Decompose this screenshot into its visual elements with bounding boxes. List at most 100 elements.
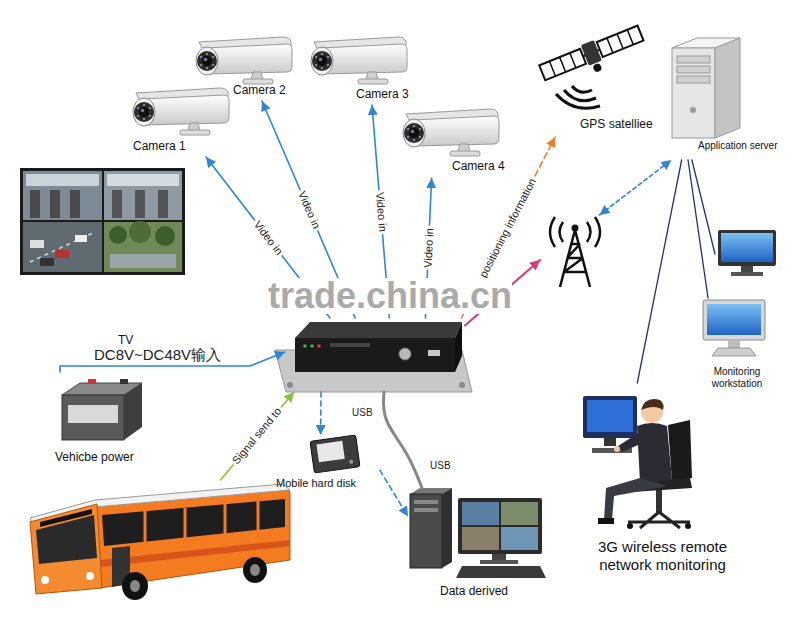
monitor [715, 228, 779, 280]
edge-label: positioning information [476, 174, 540, 281]
application-server: Application server [665, 38, 793, 160]
operator-illustration [598, 518, 614, 524]
monitor-icon [718, 230, 776, 266]
tv-screen [50, 190, 60, 218]
component-label: Application server [698, 140, 777, 152]
bus-illustration [40, 509, 92, 527]
data-pc-icon [414, 508, 438, 512]
bus-illustration [41, 576, 49, 584]
operator-illustration [583, 396, 637, 438]
bus-illustration [30, 504, 102, 594]
edge-label: Video in [421, 226, 436, 270]
tv-screen [20, 168, 185, 275]
vehicle-battery [62, 395, 124, 440]
server-tower-icon [715, 38, 740, 138]
workstation-icon [703, 300, 765, 356]
workstation-icon [703, 300, 765, 340]
satellite-icon [538, 23, 648, 108]
vehicle-battery [124, 383, 142, 440]
edge-label: Video in [294, 187, 323, 232]
tv-screen [107, 174, 179, 186]
connector [380, 470, 408, 516]
vehicle-battery: Vehicbe power [52, 372, 152, 468]
camera-icon [133, 37, 499, 156]
monitor-icon [718, 230, 776, 276]
camera-node: Camera 2 [191, 36, 301, 101]
camera-icon [403, 109, 499, 156]
tv-screen [109, 226, 127, 244]
tv-monitor: TV [18, 166, 188, 351]
tv-screen [155, 226, 175, 246]
vehicle-battery [88, 379, 96, 384]
data-pc-icon [480, 560, 518, 564]
tv-screen [75, 235, 87, 242]
component-label: Mobile hard disk [276, 477, 356, 490]
bus-illustration [130, 580, 140, 592]
component-label: Camera 4 [452, 159, 505, 173]
component-label: Camera 3 [356, 87, 409, 101]
tv-screen [110, 254, 176, 268]
bus-illustration [243, 557, 267, 583]
component-label: 3G wireless remote network monitoring [575, 538, 750, 574]
tv-screen [158, 190, 168, 218]
operator-illustration [668, 420, 692, 482]
operator-illustration [637, 423, 672, 482]
connector [688, 160, 708, 298]
vehicle-battery [68, 405, 118, 423]
data-pc-icon [458, 498, 542, 554]
cell-tower [540, 215, 610, 290]
hard-disk: Mobile hard disk [272, 435, 380, 494]
workstation-icon [728, 340, 740, 348]
camera-icon [133, 88, 229, 135]
operator-illustration [641, 399, 664, 410]
operator-illustration [604, 478, 668, 520]
tv-screen [20, 168, 185, 275]
edge-label: Video in [372, 189, 389, 233]
satellite-icon [539, 49, 586, 80]
edge-label: DC8V~DC48V输入 [92, 346, 223, 364]
component-label: Data derived [440, 584, 508, 598]
server-tower-icon [672, 38, 740, 138]
port-label: USB [352, 408, 373, 418]
dvr-unit [459, 382, 465, 388]
satellite-icon [549, 53, 575, 76]
cell-tower-icon [550, 217, 600, 287]
bus-illustration [250, 564, 260, 576]
satellite-icon [592, 63, 602, 73]
data-pc-icon [414, 500, 438, 504]
tv-screen [23, 222, 102, 272]
component-label: Vehicbe power [55, 450, 134, 464]
data-pc-icon [462, 502, 499, 525]
component-label: GPS satelliee [580, 117, 653, 131]
port-label: USB [430, 461, 451, 471]
tv-screen [112, 190, 122, 218]
edge-label: Signal send to [229, 403, 286, 468]
server-tower-icon [690, 107, 696, 113]
operator-illustration [685, 523, 691, 529]
data-pc-icon [442, 488, 452, 568]
data-pc-icon [410, 494, 442, 568]
data-pc-icon [492, 554, 506, 561]
tv-screen [30, 240, 44, 248]
data-pc-icon [462, 527, 499, 550]
workstation-icon [707, 304, 761, 335]
connector [221, 392, 294, 480]
bus-illustration [86, 572, 94, 580]
server-tower-icon [677, 76, 710, 83]
server-tower-icon [677, 56, 710, 63]
operator-illustration [618, 432, 645, 452]
dvr-unit [303, 344, 307, 348]
vehicle-battery [120, 379, 128, 384]
dvr-unit [330, 343, 370, 347]
operator-illustration [614, 446, 620, 452]
connector [383, 392, 422, 488]
edge-label: Video in [249, 216, 286, 259]
bus [22, 480, 294, 602]
component-label: Monitoring workstation [695, 366, 779, 390]
operator-illustration [656, 490, 662, 512]
dvr-unit [287, 382, 293, 388]
connector [320, 392, 322, 435]
operator-illustration [628, 512, 690, 528]
data-pc-icon [410, 488, 546, 578]
